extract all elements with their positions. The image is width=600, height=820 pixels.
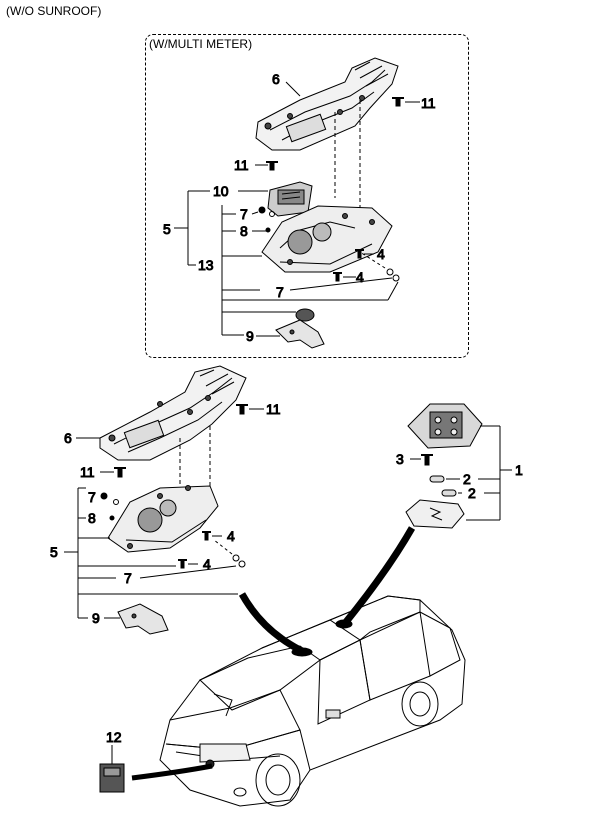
inset-multi-meter-module: [267, 181, 313, 217]
main-screw-11-mid: [114, 467, 126, 478]
dome-lamp-bulb-a: [429, 475, 445, 483]
label-right-1: 1: [515, 462, 523, 478]
main-screw-11-top: [236, 404, 248, 415]
label-right-2b: 2: [468, 485, 476, 501]
inset-console-housing: [255, 57, 399, 151]
label-main-7a: 7: [88, 489, 96, 505]
label-main-8: 8: [88, 510, 96, 526]
inset-lens: [295, 308, 315, 322]
inset-title: (W/MULTI METER): [149, 37, 253, 51]
main-console-housing: [99, 365, 247, 461]
label-main-9: 9: [92, 610, 100, 626]
dome-lamp-assembly: [407, 403, 483, 449]
label-inset-9: 9: [246, 328, 254, 344]
vehicle-illustration: [159, 595, 466, 807]
label-main-7b: 7: [124, 570, 132, 586]
dome-lamp-screw-3: [421, 454, 433, 466]
inset-lamp-plate: [275, 319, 325, 349]
dome-lamp-bulb-b: [441, 489, 457, 497]
label-inset-10: 10: [213, 183, 229, 199]
label-inset-4b: 4: [356, 269, 364, 285]
label-inset-11-top: 11: [421, 95, 436, 111]
main-lamp-plate: [117, 603, 169, 635]
label-right-3: 3: [396, 451, 404, 467]
label-bottom-12: 12: [106, 729, 122, 745]
label-inset-13: 13: [198, 257, 214, 273]
label-right-2a: 2: [463, 471, 471, 487]
label-inset-6: 6: [272, 71, 280, 87]
label-main-11-mid: 11: [80, 464, 95, 480]
dome-lamp-lens: [405, 499, 465, 529]
label-inset-11-mid: 11: [234, 157, 249, 173]
label-main-6: 6: [64, 430, 72, 446]
label-inset-8: 8: [240, 223, 248, 239]
inset-screw-11-top: [392, 97, 404, 107]
label-main-4b: 4: [203, 556, 211, 572]
inset-screw-11-mid: [266, 161, 278, 171]
main-map-lamp-assembly: [107, 485, 219, 553]
label-main-11-top: 11: [266, 401, 281, 417]
label-inset-7a: 7: [240, 206, 248, 222]
label-inset-4a: 4: [377, 246, 385, 262]
label-inset-5: 5: [163, 221, 171, 237]
socket-12: [99, 763, 125, 793]
label-main-4a: 4: [227, 528, 235, 544]
diagram-title: (W/O SUNROOF): [6, 4, 102, 18]
label-main-5: 5: [50, 544, 58, 560]
multi-meter-inset-frame: (W/MULTI METER): [145, 34, 469, 358]
label-inset-7b: 7: [276, 284, 284, 300]
